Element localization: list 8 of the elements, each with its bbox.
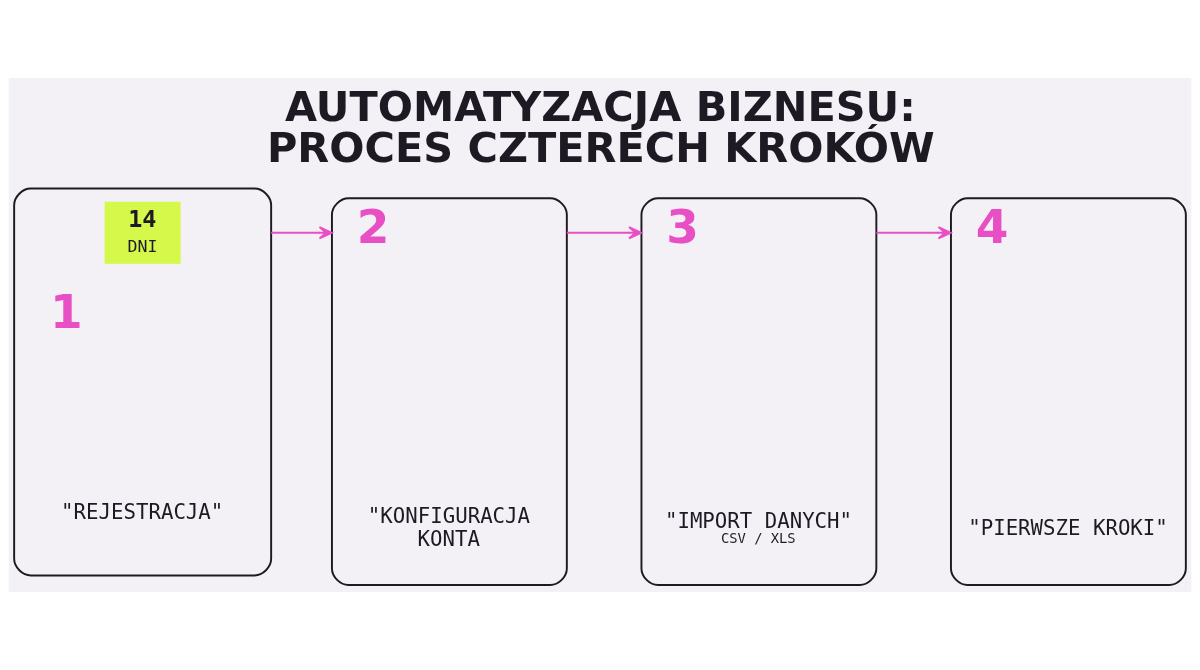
- arrow: [565, 226, 643, 240]
- diagram-title: AUTOMATYZACJA BIZNESU: PROCES CZTERECH KROKÓW: [267, 82, 935, 173]
- node-box: 14 DNI: [104, 201, 181, 264]
- arrow: [875, 226, 952, 240]
- arrow: [270, 226, 333, 240]
- node-box: 3 "IMPORT DANYCH" CSV / XLS: [640, 197, 878, 587]
- node-box: 4 "PIERWSZE KROKI": [950, 197, 1187, 587]
- node-box: 2 "KONFIGURACJA KONTA: [331, 197, 568, 587]
